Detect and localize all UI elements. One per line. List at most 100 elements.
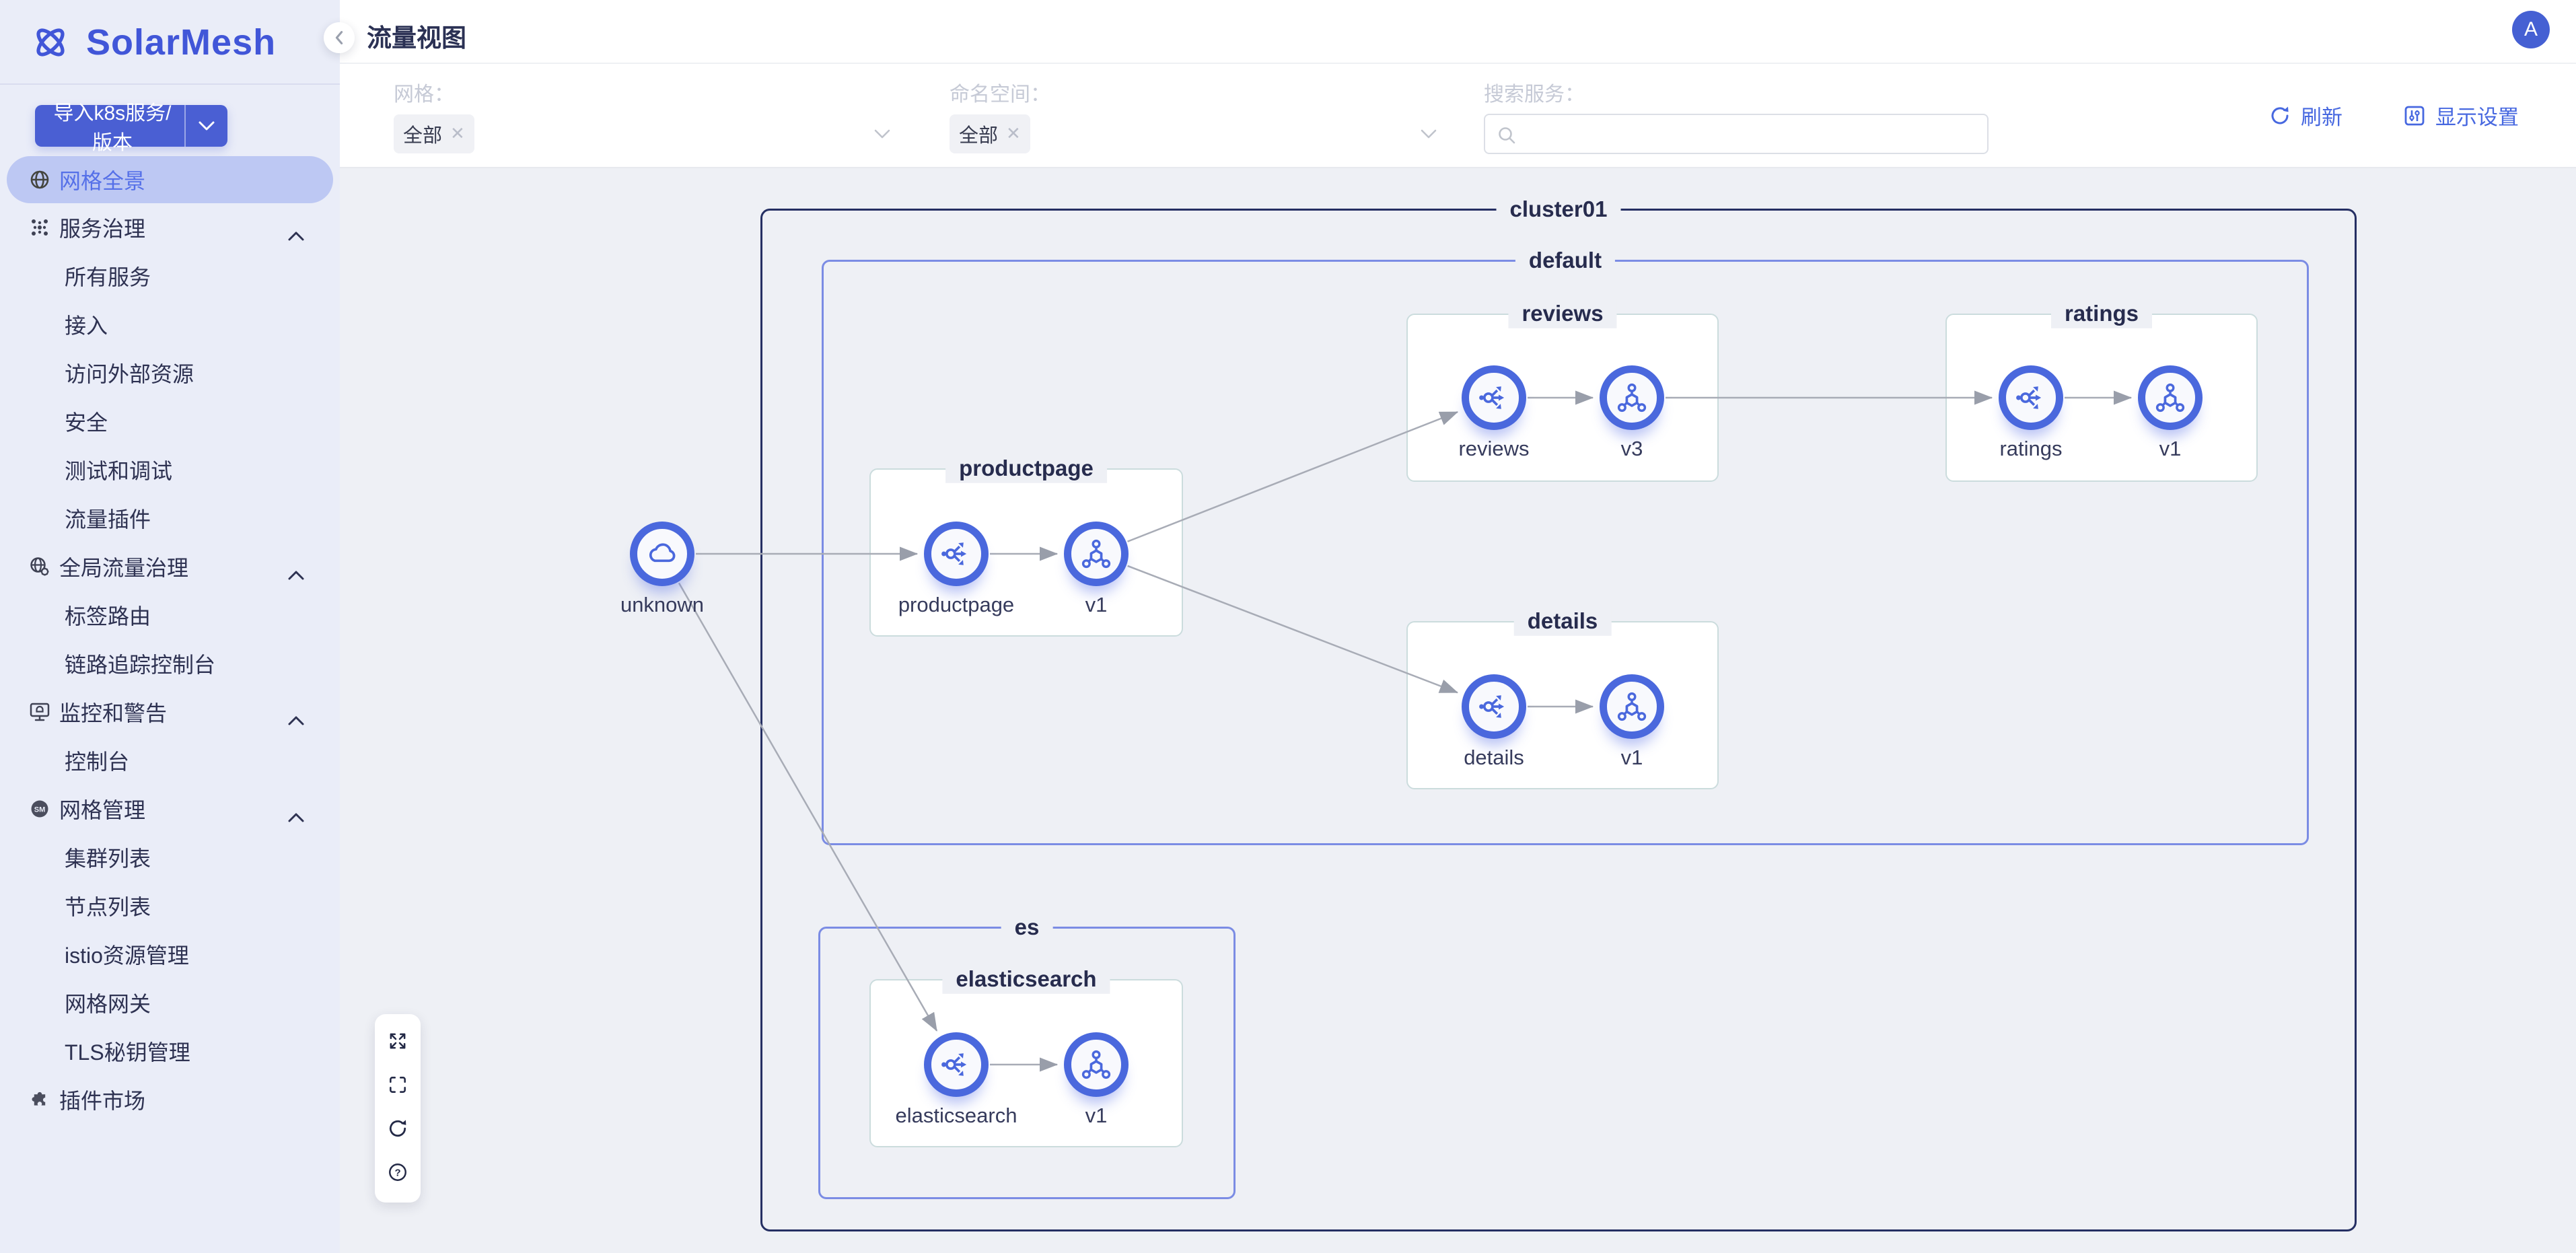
version-icon bbox=[2138, 365, 2203, 430]
sidebar-item-monitor-alert[interactable]: 监控和警告 bbox=[0, 688, 340, 736]
service-search-input[interactable] bbox=[1485, 114, 1987, 153]
app-box-app-ratings: ratings bbox=[1945, 298, 2258, 482]
node-details-v1[interactable]: v1 bbox=[1600, 674, 1664, 769]
sm-badge-icon: SM bbox=[28, 797, 51, 820]
sidebar-item-cluster-list[interactable]: 集群列表 bbox=[0, 833, 340, 882]
chevron-up-icon[interactable] bbox=[287, 803, 305, 822]
service-search-filter: 搜索服务： bbox=[1484, 77, 1995, 154]
sidebar-collapse-button[interactable] bbox=[324, 22, 355, 53]
fit-view-icon bbox=[387, 1074, 408, 1099]
sidebar-item-external-resources[interactable]: 访问外部资源 bbox=[0, 349, 340, 397]
namespace-label: default bbox=[1515, 245, 1616, 275]
logo: SolarMesh bbox=[0, 0, 340, 83]
sidebar-item-mesh-overview[interactable]: 网格全景 bbox=[7, 156, 333, 203]
node-details-svc[interactable]: details bbox=[1462, 674, 1526, 769]
version-icon bbox=[1064, 522, 1129, 586]
svg-text:?: ? bbox=[394, 1167, 400, 1178]
namespace-filter-label: 命名空间： bbox=[950, 83, 1050, 106]
node-label: productpage bbox=[898, 593, 1015, 616]
sidebar-item-tracing-console[interactable]: 链路追踪控制台 bbox=[0, 639, 340, 688]
node-ratings-v1[interactable]: v1 bbox=[2138, 365, 2203, 460]
avatar[interactable]: A bbox=[2512, 11, 2550, 48]
node-unknown[interactable]: unknown bbox=[620, 522, 704, 616]
node-reviews-svc[interactable]: reviews bbox=[1458, 365, 1530, 460]
globe-gear-icon bbox=[28, 555, 51, 578]
node-reviews-v3[interactable]: v3 bbox=[1600, 365, 1664, 460]
version-icon bbox=[1600, 365, 1664, 430]
node-ratings-svc[interactable]: ratings bbox=[1999, 365, 2063, 460]
grid-dots-icon bbox=[28, 216, 51, 239]
sidebar-item-istio-resources[interactable]: istio资源管理 bbox=[0, 930, 340, 978]
namespace-label: es bbox=[1001, 912, 1053, 942]
sidebar-item-label: 链路追踪控制台 bbox=[65, 653, 216, 677]
refresh-icon bbox=[2271, 106, 2289, 124]
node-productpage-svc[interactable]: productpage bbox=[898, 522, 1014, 616]
chip-remove-icon[interactable]: ✕ bbox=[450, 123, 465, 143]
sidebar-item-label: 控制台 bbox=[65, 750, 130, 774]
sidebar-item-access[interactable]: 接入 bbox=[0, 300, 340, 349]
sidebar-item-all-services[interactable]: 所有服务 bbox=[0, 252, 340, 300]
namespace-chip-text: 全部 bbox=[959, 124, 999, 147]
page-title: 流量视图 bbox=[367, 24, 466, 52]
sidebar-item-plugin-market[interactable]: 插件市场 bbox=[0, 1075, 340, 1124]
sidebar-item-security[interactable]: 安全 bbox=[0, 397, 340, 445]
chip-remove-icon[interactable]: ✕ bbox=[1006, 123, 1021, 143]
expand-button[interactable] bbox=[375, 1021, 421, 1065]
node-productpage-v1[interactable]: v1 bbox=[1064, 522, 1129, 616]
mesh-chip-text: 全部 bbox=[403, 124, 443, 147]
node-label: ratings bbox=[1999, 437, 2063, 460]
display-settings-label: 显示设置 bbox=[2435, 106, 2519, 129]
node-label: v3 bbox=[1620, 437, 1643, 460]
service-icon bbox=[1462, 365, 1526, 430]
sidebar-menu: 网格全景服务治理所有服务接入访问外部资源安全测试和调试流量插件全局流量治理标签路… bbox=[0, 156, 340, 1124]
node-elasticsearch-svc[interactable]: elasticsearch bbox=[896, 1032, 1017, 1127]
namespace-filter: 命名空间： 全部 ✕ bbox=[950, 77, 1484, 154]
cloud-icon bbox=[630, 522, 694, 586]
sidebar-item-label: 安全 bbox=[65, 410, 108, 435]
import-k8s-button[interactable]: 导入k8s服务/版本 bbox=[35, 102, 227, 154]
canvas-toolbar: ? bbox=[375, 1014, 421, 1203]
sidebar-item-label: 服务治理 bbox=[59, 217, 146, 241]
refresh-label: 刷新 bbox=[2301, 106, 2342, 129]
sidebar-item-label: 全局流量治理 bbox=[59, 556, 189, 580]
version-icon bbox=[1600, 674, 1664, 739]
node-label: reviews bbox=[1458, 437, 1530, 460]
sidebar-item-node-list[interactable]: 节点列表 bbox=[0, 882, 340, 930]
sidebar-item-label: istio资源管理 bbox=[65, 943, 189, 968]
main-area: 流量视图 A 网格： 全部 ✕ 命名空间： 全部 bbox=[324, 0, 2576, 1253]
namespace-box-default: default bbox=[822, 245, 2309, 845]
node-elasticsearch-v1[interactable]: v1 bbox=[1064, 1032, 1129, 1127]
sidebar-item-mesh-gateway[interactable]: 网格网关 bbox=[0, 978, 340, 1027]
sidebar-item-console[interactable]: 控制台 bbox=[0, 736, 340, 785]
mesh-filter: 网格： 全部 ✕ bbox=[394, 77, 950, 154]
chevron-down-icon[interactable] bbox=[184, 105, 227, 147]
fit-button[interactable] bbox=[375, 1065, 421, 1108]
chevron-up-icon[interactable] bbox=[287, 561, 305, 580]
sidebar-item-label: 网格全景 bbox=[59, 169, 146, 193]
sidebar-item-test-debug[interactable]: 测试和调试 bbox=[0, 445, 340, 494]
sidebar-item-global-traffic[interactable]: 全局流量治理 bbox=[0, 542, 340, 591]
help-icon: ? bbox=[387, 1161, 408, 1186]
app-label: details bbox=[1513, 606, 1612, 636]
sidebar-item-label: 监控和警告 bbox=[59, 701, 168, 725]
chevron-up-icon[interactable] bbox=[287, 222, 305, 241]
service-icon bbox=[924, 1032, 989, 1097]
mesh-select[interactable]: 全部 ✕ bbox=[394, 114, 892, 154]
sidebar-item-label: 网格网关 bbox=[65, 992, 151, 1016]
sidebar-item-tls-keys[interactable]: TLS秘钥管理 bbox=[0, 1027, 340, 1075]
chevron-up-icon[interactable] bbox=[287, 707, 305, 725]
sidebar-item-label: 标签路由 bbox=[65, 604, 151, 629]
display-settings-button[interactable]: 显示设置 bbox=[2403, 100, 2519, 131]
refresh-button[interactable]: 刷新 bbox=[2268, 100, 2342, 131]
namespace-select[interactable]: 全部 ✕ bbox=[950, 114, 1438, 154]
sidebar-item-label-routing[interactable]: 标签路由 bbox=[0, 591, 340, 639]
reload-button[interactable] bbox=[375, 1108, 421, 1152]
sidebar-item-label: TLS秘钥管理 bbox=[65, 1040, 190, 1065]
sidebar-item-label: 集群列表 bbox=[65, 847, 151, 871]
help-button[interactable]: ? bbox=[375, 1152, 421, 1196]
sidebar-item-service-governance[interactable]: 服务治理 bbox=[0, 203, 340, 252]
sidebar-item-traffic-plugin[interactable]: 流量插件 bbox=[0, 494, 340, 542]
